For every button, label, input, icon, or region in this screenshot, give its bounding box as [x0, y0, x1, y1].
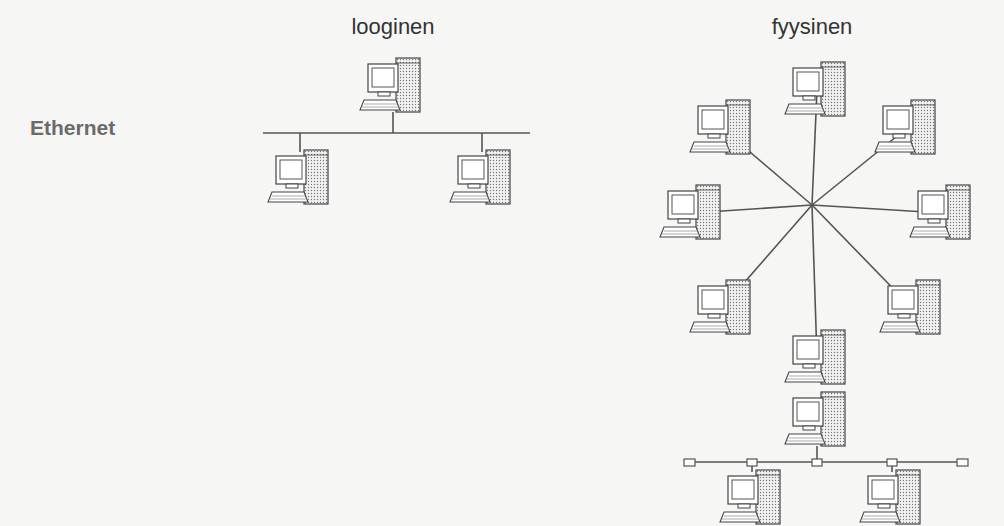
- terminator: [684, 459, 695, 466]
- computer-icon: [450, 150, 510, 204]
- column-heading: looginen: [351, 14, 434, 39]
- computer-icon: [690, 280, 750, 334]
- computer-icon: [880, 280, 940, 334]
- computer-icon: [785, 330, 845, 384]
- network-cable: [263, 132, 530, 134]
- t-connector: [887, 459, 897, 466]
- network-cable: [812, 205, 817, 358]
- column-heading: fyysinen: [772, 14, 853, 39]
- network-cable: [812, 128, 907, 205]
- computer-icon: [785, 392, 845, 446]
- computer-icon: [660, 185, 720, 239]
- network-cable: [392, 112, 394, 133]
- computer-icon: [860, 470, 920, 524]
- terminator: [957, 459, 968, 466]
- computer-icon: [910, 185, 970, 239]
- computer-icon: [875, 100, 935, 154]
- computer-icon: [360, 58, 420, 112]
- computer-icon: [690, 100, 750, 154]
- row-heading: Ethernet: [30, 116, 115, 140]
- network-cable: [481, 133, 483, 152]
- computer-icon: [268, 150, 328, 204]
- network-cable: [299, 133, 301, 152]
- computer-icon: [785, 62, 845, 116]
- network-cable: [695, 461, 957, 463]
- t-connector: [812, 459, 822, 466]
- computer-icon: [720, 470, 780, 524]
- t-connector: [747, 459, 757, 466]
